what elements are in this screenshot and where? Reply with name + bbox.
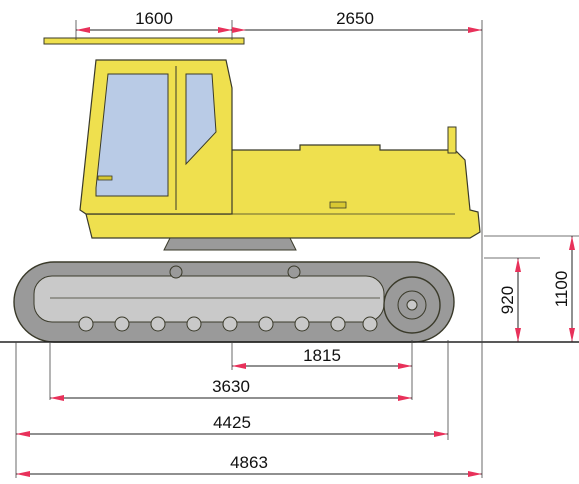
dim-tumbler-center: 1815 (303, 346, 341, 365)
track-roller (222, 316, 238, 332)
track-roller (186, 316, 202, 332)
track-rollers (78, 316, 378, 332)
dim-track-height: 920 (498, 286, 517, 314)
exhaust-stack (447, 126, 457, 154)
track-roller (78, 316, 94, 332)
dim-overall-length: 4863 (230, 453, 268, 472)
track-roller (330, 316, 346, 332)
dim-cab-width: 1600 (135, 9, 173, 28)
carrier-roller-front (169, 265, 183, 279)
dim-total-height: 1100 (552, 271, 571, 308)
cab-window-right (185, 73, 217, 166)
dimension-lines: 1600 2650 920 1100 1815 3630 4425 (15, 9, 579, 478)
track-inner (33, 275, 385, 323)
swing-ring (163, 237, 297, 251)
track-roller (258, 316, 274, 332)
dim-tail-length: 2650 (336, 9, 374, 28)
cab-window-left (95, 73, 169, 197)
dim-track-length: 4425 (213, 413, 251, 432)
track-roller (294, 316, 310, 332)
roof-rail (43, 37, 245, 45)
track-roller (150, 316, 166, 332)
track-roller (362, 316, 378, 332)
drive-sprocket-center (406, 299, 418, 311)
track-roller (114, 316, 130, 332)
dim-tumbler-distance: 3630 (212, 377, 250, 396)
body-badge (329, 201, 347, 209)
carrier-roller-rear (287, 265, 301, 279)
cab-handle (97, 175, 113, 181)
excavator (13, 37, 481, 343)
